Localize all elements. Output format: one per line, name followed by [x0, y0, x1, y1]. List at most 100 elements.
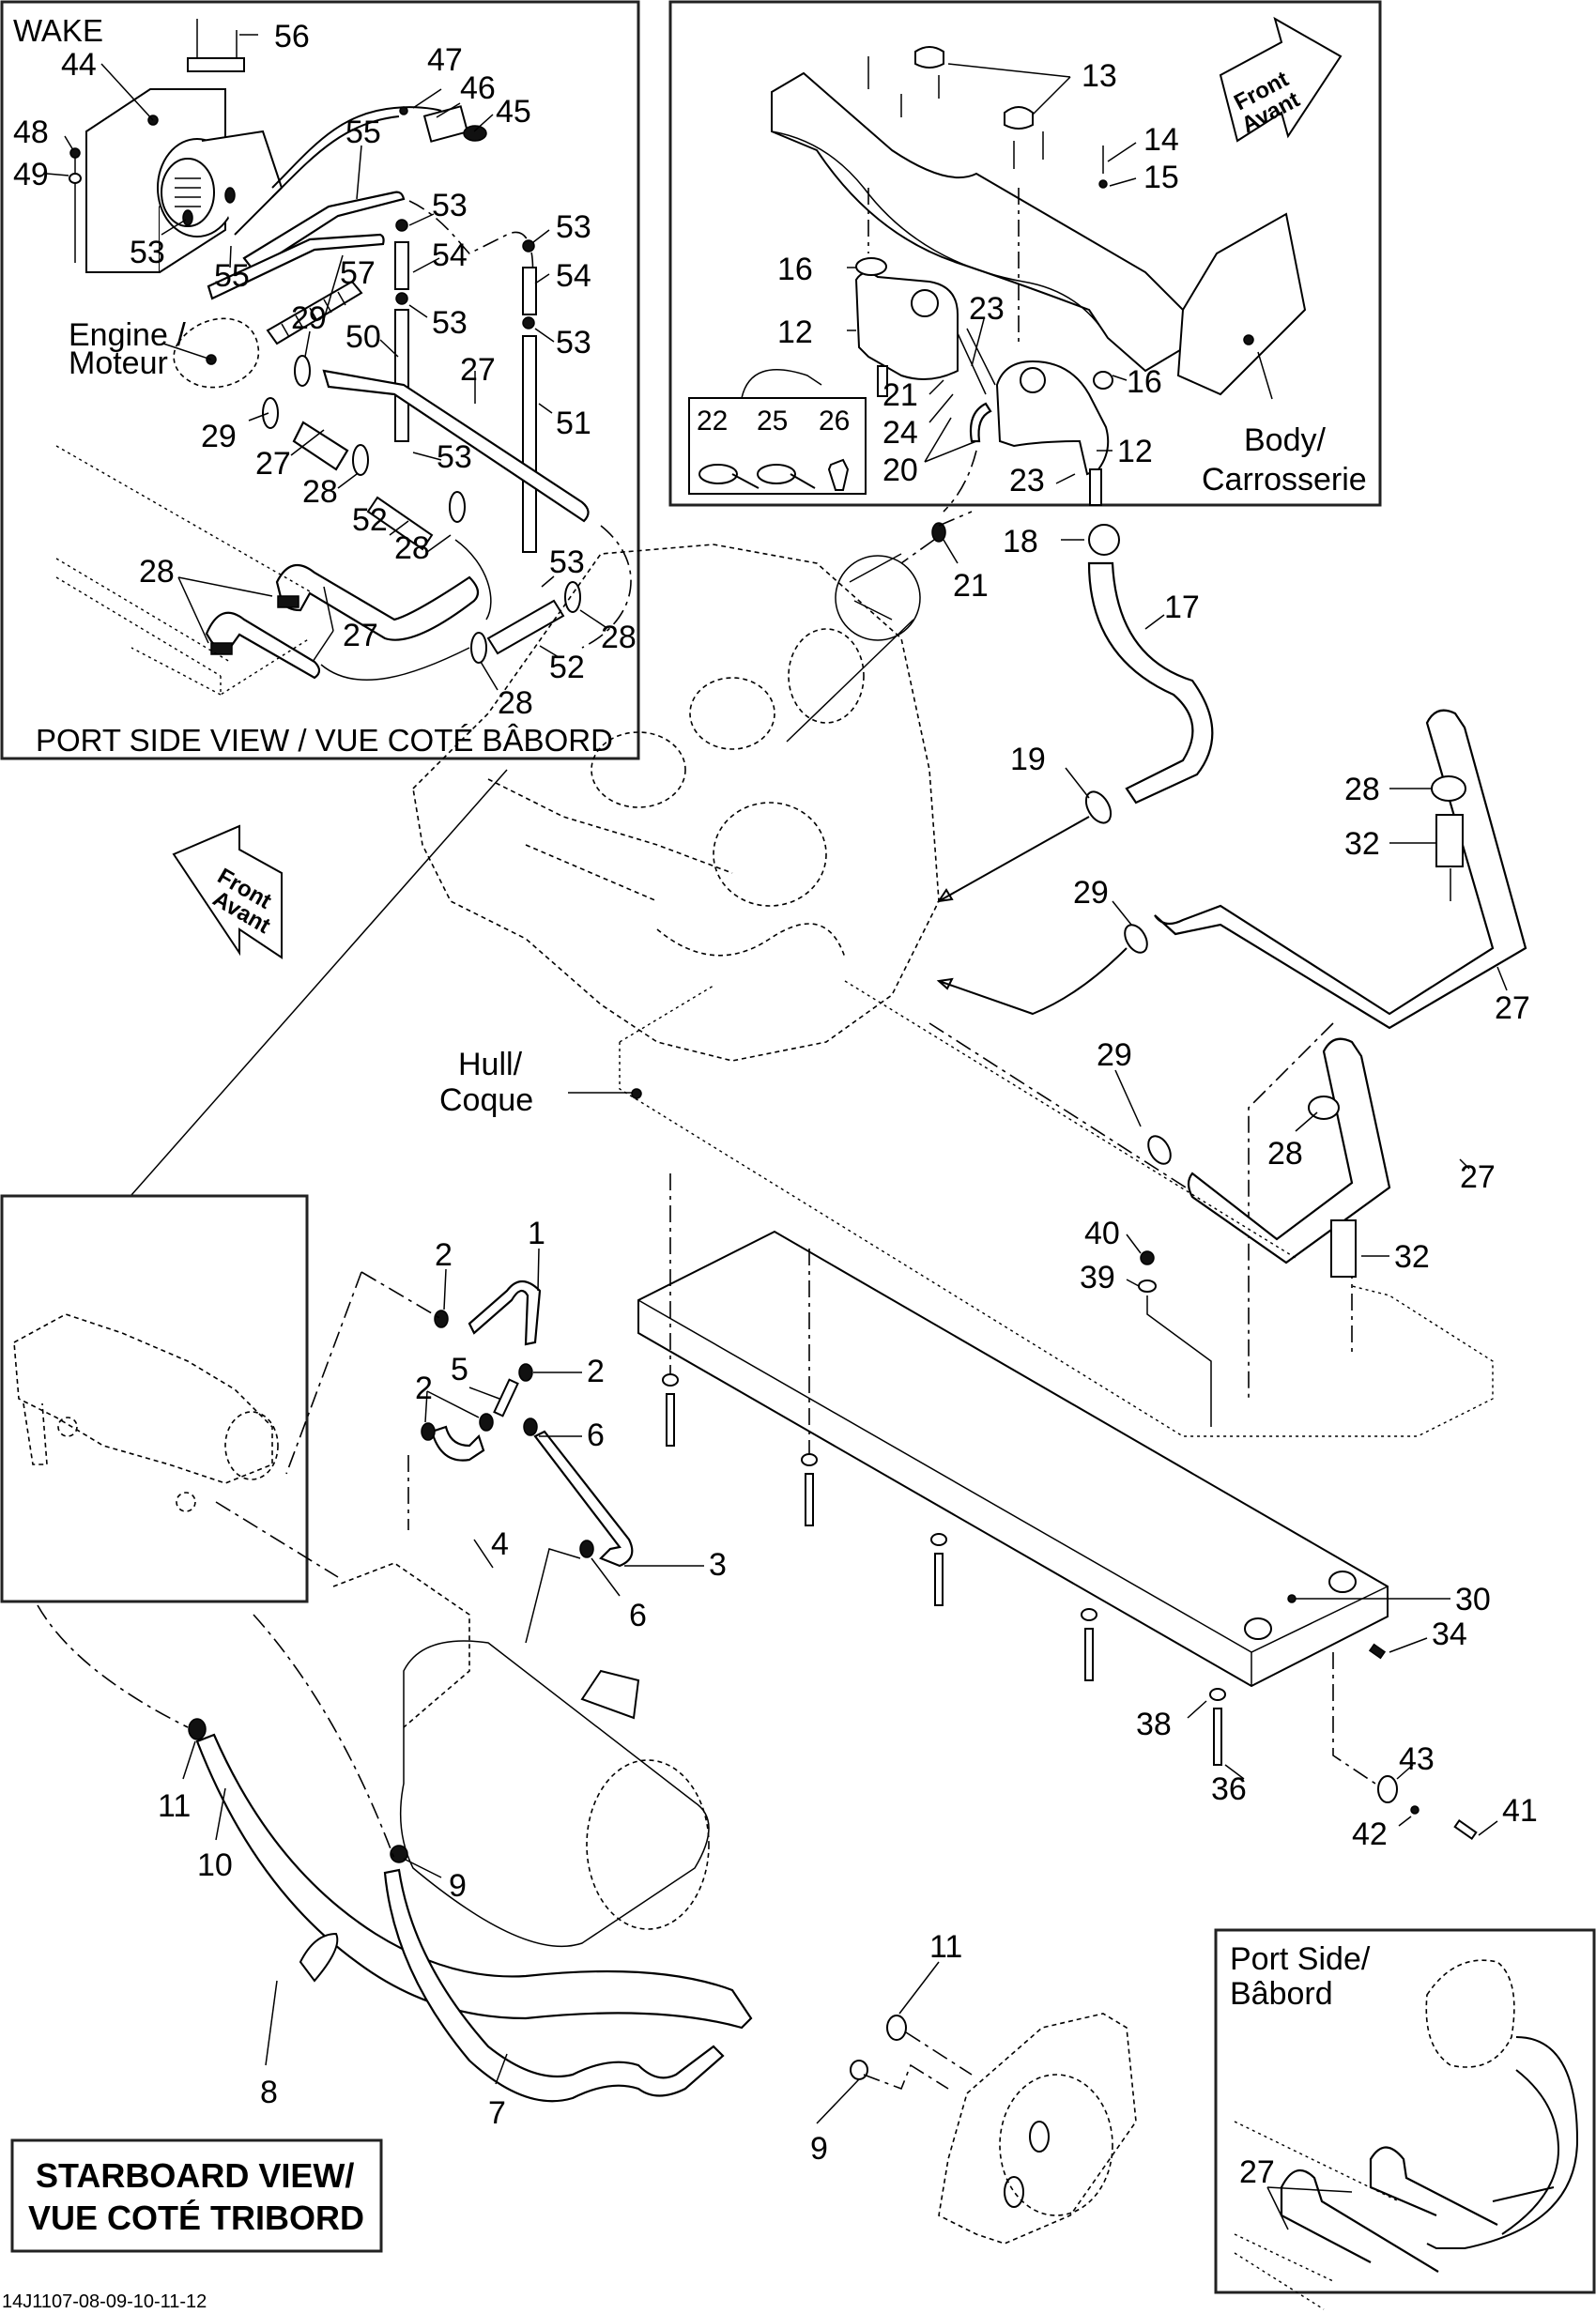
callout-4: 4 — [491, 1526, 509, 1562]
callout-26: 26 — [819, 406, 850, 437]
callout-27: 27 — [1460, 1159, 1496, 1195]
callout-27: 27 — [1239, 2154, 1275, 2190]
front-direction-arrow-main-icon: Front Avant — [172, 824, 283, 959]
callout-19: 19 — [1010, 742, 1046, 777]
inset-frame — [668, 0, 1382, 507]
callout-49: 49 — [13, 157, 49, 192]
callout-28: 28 — [302, 474, 338, 510]
callout-11: 11 — [929, 1929, 962, 1965]
exhaust-manifold-icon — [13, 1313, 279, 1512]
callout-51: 51 — [556, 406, 591, 441]
callout-46: 46 — [460, 70, 496, 106]
callout-22: 22 — [697, 406, 728, 437]
callout-29: 29 — [1097, 1037, 1132, 1073]
callout-1: 1 — [528, 1216, 545, 1251]
reservoir-inset: Front Avant 13 14 15 16 12 23 16 21 24 2… — [668, 0, 1382, 513]
callout-29: 29 — [201, 419, 237, 454]
front-direction-arrow-icon: Front Avant — [1219, 16, 1343, 143]
callout-29: 29 — [291, 300, 327, 336]
wake-port-side-inset: WAKE — [0, 0, 640, 760]
callout-55: 55 — [214, 258, 250, 294]
callout-9: 9 — [449, 1868, 467, 1904]
callout-30: 30 — [1455, 1582, 1491, 1617]
port-side-title-line1: Port Side/ — [1230, 1941, 1371, 1977]
callout-6: 6 — [629, 1598, 647, 1633]
callout-42: 42 — [1352, 1816, 1388, 1852]
callout-28: 28 — [1344, 772, 1380, 807]
hull-label-line2: Coque — [439, 1082, 533, 1118]
callout-11: 11 — [158, 1788, 191, 1824]
callout-47: 47 — [427, 42, 463, 78]
port-side-title-line2: Bâbord — [1230, 1976, 1333, 2012]
jet-pump-icon — [938, 2013, 1137, 2245]
callout-44: 44 — [61, 47, 97, 83]
document-id: 14J1107-08-09-10-11-12 — [2, 2291, 207, 2312]
callout-56: 56 — [274, 19, 310, 54]
callout-28: 28 — [1267, 1136, 1303, 1172]
callout-57: 57 — [340, 255, 376, 291]
callout-10: 10 — [197, 1847, 233, 1883]
callout-48: 48 — [13, 115, 49, 150]
callout-45: 45 — [496, 94, 531, 130]
callout-5: 5 — [451, 1352, 468, 1387]
callout-27: 27 — [255, 446, 291, 482]
callout-28: 28 — [601, 620, 637, 655]
callout-39: 39 — [1080, 1260, 1115, 1295]
callout-15: 15 — [1143, 160, 1179, 195]
engine-label-line2: Moteur — [69, 345, 168, 381]
callout-53: 53 — [556, 325, 591, 360]
callout-16: 16 — [1127, 364, 1162, 400]
callout-41: 41 — [1502, 1793, 1538, 1829]
callout-14: 14 — [1143, 122, 1179, 158]
heater-unit-icon — [85, 57, 284, 273]
callout-12: 12 — [1117, 434, 1153, 469]
callout-32: 32 — [1344, 826, 1380, 862]
callout-7: 7 — [488, 2095, 506, 2131]
bolt-set-icon — [662, 1373, 1226, 1766]
callout-23: 23 — [1009, 463, 1045, 498]
callout-20: 20 — [882, 452, 918, 488]
port-side-view-title: PORT SIDE VIEW / VUE COTÉ BÂBORD — [36, 723, 613, 758]
callout-34: 34 — [1432, 1617, 1467, 1652]
callout-16: 16 — [777, 252, 813, 287]
main-assembly: Front Avant 21 18 17 19 28 32 29 27 — [130, 511, 1538, 1852]
starboard-title-line1: STARBOARD VIEW/ — [36, 2156, 354, 2195]
callout-27: 27 — [343, 618, 378, 653]
engine-label-line1: Engine / — [69, 317, 186, 353]
callout-23: 23 — [969, 291, 1005, 327]
callout-28: 28 — [139, 554, 175, 590]
callout-53: 53 — [556, 209, 591, 245]
callout-28: 28 — [394, 530, 430, 566]
starboard-title-line2: VUE COTÉ TRIBORD — [28, 2199, 364, 2237]
callout-2: 2 — [415, 1371, 433, 1406]
callout-55: 55 — [345, 115, 381, 150]
callout-53: 53 — [432, 305, 468, 341]
callout-36: 36 — [1211, 1771, 1247, 1807]
callout-2: 2 — [587, 1354, 605, 1389]
body-label-line1: Body/ — [1244, 422, 1326, 458]
callout-52: 52 — [549, 650, 585, 685]
callout-21: 21 — [953, 568, 989, 604]
callout-25: 25 — [757, 406, 788, 437]
callout-53: 53 — [432, 188, 468, 223]
callout-8: 8 — [260, 2075, 278, 2110]
engine-block-icon — [412, 544, 940, 1062]
callout-29: 29 — [1073, 875, 1109, 911]
callout-53: 53 — [437, 439, 472, 475]
callout-24: 24 — [882, 415, 918, 451]
callout-50: 50 — [345, 319, 381, 355]
inset-frame — [1214, 1928, 1596, 2294]
callout-12: 12 — [777, 314, 813, 350]
callout-17: 17 — [1164, 590, 1200, 625]
callout-2: 2 — [435, 1237, 453, 1273]
starboard-title-frame — [10, 2138, 383, 2253]
callout-27: 27 — [1495, 990, 1530, 1026]
port-side-inset: Port Side/ Bâbord 27 — [1214, 1928, 1596, 2310]
callout-3: 3 — [709, 1547, 727, 1583]
callout-53: 53 — [549, 544, 585, 580]
inset-frame — [0, 0, 640, 760]
callout-53: 53 — [130, 235, 165, 270]
callout-18: 18 — [1003, 524, 1038, 559]
callout-40: 40 — [1084, 1216, 1120, 1251]
